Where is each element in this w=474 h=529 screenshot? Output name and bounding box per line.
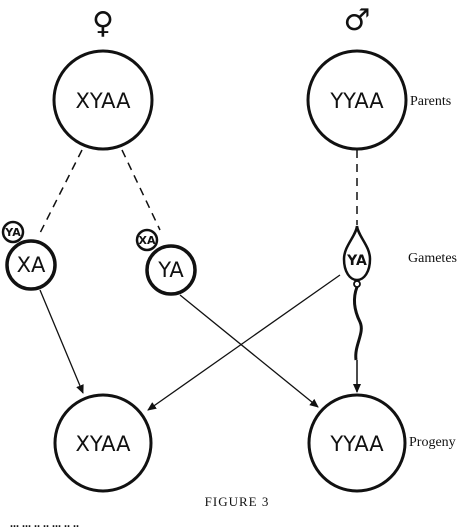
arrow-xa-to-xyaa (39, 289, 84, 394)
gamete-ya-label: YA (157, 258, 184, 282)
meiosis-line-left (37, 149, 83, 238)
female-parent-circle (52, 49, 154, 151)
progeny-right-circle (307, 393, 407, 493)
polar-body-xa (135, 228, 159, 252)
meiosis-line-right (121, 149, 161, 231)
sperm-head (342, 225, 372, 282)
female-parent-label: XYAA (76, 89, 132, 113)
sperm-tail (352, 286, 363, 361)
parents-row-label: Parents (410, 94, 451, 109)
sperm-midpiece (353, 280, 361, 288)
progeny-row-label: Progeny (409, 435, 456, 450)
arrow-ya-to-yyaa (179, 294, 319, 408)
polar-body-ya-label: YA (4, 226, 21, 239)
gamete-ya-circle (145, 244, 197, 296)
progeny-right-label: YYAA (329, 432, 384, 456)
cut-off-caption-text: ... ... .. .. ... .. .. (10, 516, 79, 529)
sperm-label: YA (346, 253, 367, 269)
male-parent-circle (306, 49, 408, 151)
gamete-xa-label: XA (17, 253, 46, 277)
gametes-row-label: Gametes (408, 251, 457, 266)
male-symbol: ♂ (344, 3, 371, 38)
polar-body-ya (1, 220, 25, 244)
progeny-left-circle (53, 393, 153, 493)
female-symbol: ♀ (92, 6, 114, 41)
progeny-left-label: XYAA (76, 432, 132, 456)
gamete-xa-circle (5, 239, 57, 291)
arrow-sperm-to-xyaa (147, 274, 341, 411)
polar-body-xa-label: XA (139, 234, 156, 247)
figure-caption: FIGURE 3 (205, 494, 270, 509)
male-parent-label: YYAA (329, 89, 384, 113)
